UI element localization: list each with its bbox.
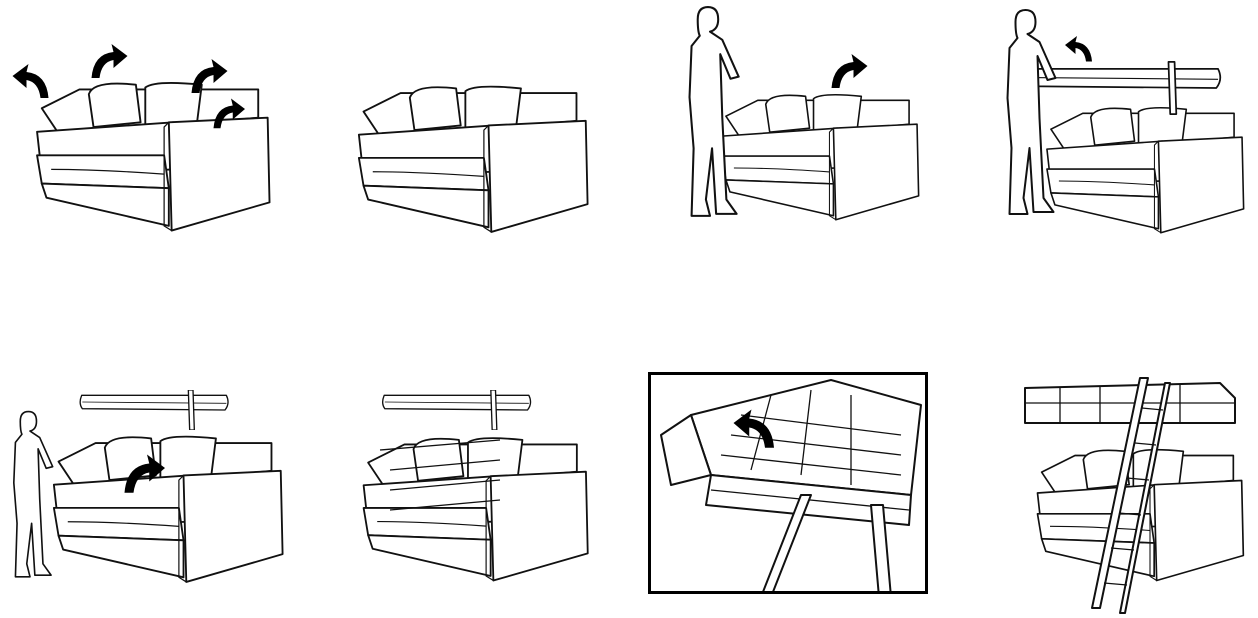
step-1-remove-cushions — [10, 40, 280, 245]
step-6-open-frame — [350, 390, 595, 600]
sofa-illustration — [12, 44, 271, 232]
sofa-illustration — [688, 5, 920, 221]
curved-arrow-icon — [12, 64, 49, 98]
step-2-sofa — [345, 80, 595, 250]
sofa-illustration — [362, 390, 589, 582]
detail-inset-frame — [648, 372, 928, 594]
curved-arrow-icon — [91, 44, 128, 78]
step-5-lift-seat — [0, 390, 290, 600]
mattress-detail-illustration — [660, 379, 922, 591]
curved-arrow-icon — [1065, 36, 1092, 62]
person-icon — [1006, 8, 1057, 216]
ladder-icon[interactable] — [1091, 377, 1171, 614]
step-8-bunk-bed — [1020, 377, 1250, 618]
sofa-illustration — [12, 390, 284, 583]
step-4-pull-top-bunk — [995, 8, 1250, 248]
curved-arrow-icon — [831, 54, 868, 88]
person-icon — [12, 410, 54, 578]
curved-arrow-icon — [191, 59, 228, 93]
sofa-illustration — [357, 85, 589, 233]
step-3-lift-backrest — [675, 5, 925, 250]
bunk-bed-illustration — [1024, 377, 1245, 614]
sofa-illustration — [1006, 8, 1245, 234]
